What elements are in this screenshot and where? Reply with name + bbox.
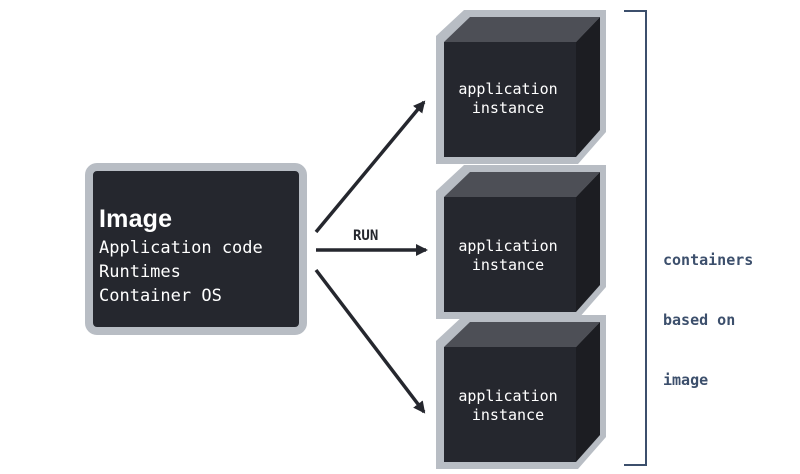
- arrow-to-instance-1: [314, 100, 426, 234]
- instance-3-line1: application: [458, 387, 558, 405]
- image-line-container-os: Container OS: [99, 286, 222, 306]
- instance-1-line2: instance: [471, 99, 545, 117]
- instance-2-line2: instance: [471, 256, 545, 274]
- cube-2-shape: [436, 165, 606, 319]
- bracket: [624, 10, 647, 466]
- cube-1-shape: [436, 10, 606, 164]
- application-instance-cube-3: application instance: [434, 313, 609, 473]
- image-title: Image: [99, 205, 173, 233]
- instance-3-line2: instance: [471, 406, 545, 424]
- image-line-runtimes: Runtimes: [99, 262, 181, 282]
- cube-3-shape: [436, 315, 606, 469]
- bracket-label: containers based on image: [663, 210, 753, 430]
- image-box: Image Application code Runtimes Containe…: [85, 163, 307, 335]
- run-label: RUN: [353, 228, 379, 244]
- bracket-label-line2: based on: [663, 311, 736, 329]
- instance-1-label: application instance: [443, 80, 573, 118]
- instance-2-label: application instance: [443, 237, 573, 275]
- instance-2-line1: application: [458, 237, 558, 255]
- bracket-label-line3: image: [663, 371, 709, 389]
- instance-3-label: application instance: [443, 387, 573, 425]
- application-instance-cube-1: application instance: [434, 8, 609, 168]
- image-line-application-code: Application code: [99, 238, 263, 258]
- application-instance-cube-2: application instance: [434, 163, 609, 323]
- bracket-label-line1: containers: [663, 251, 754, 269]
- arrow-to-instance-3: [314, 268, 426, 414]
- instance-1-line1: application: [458, 80, 558, 98]
